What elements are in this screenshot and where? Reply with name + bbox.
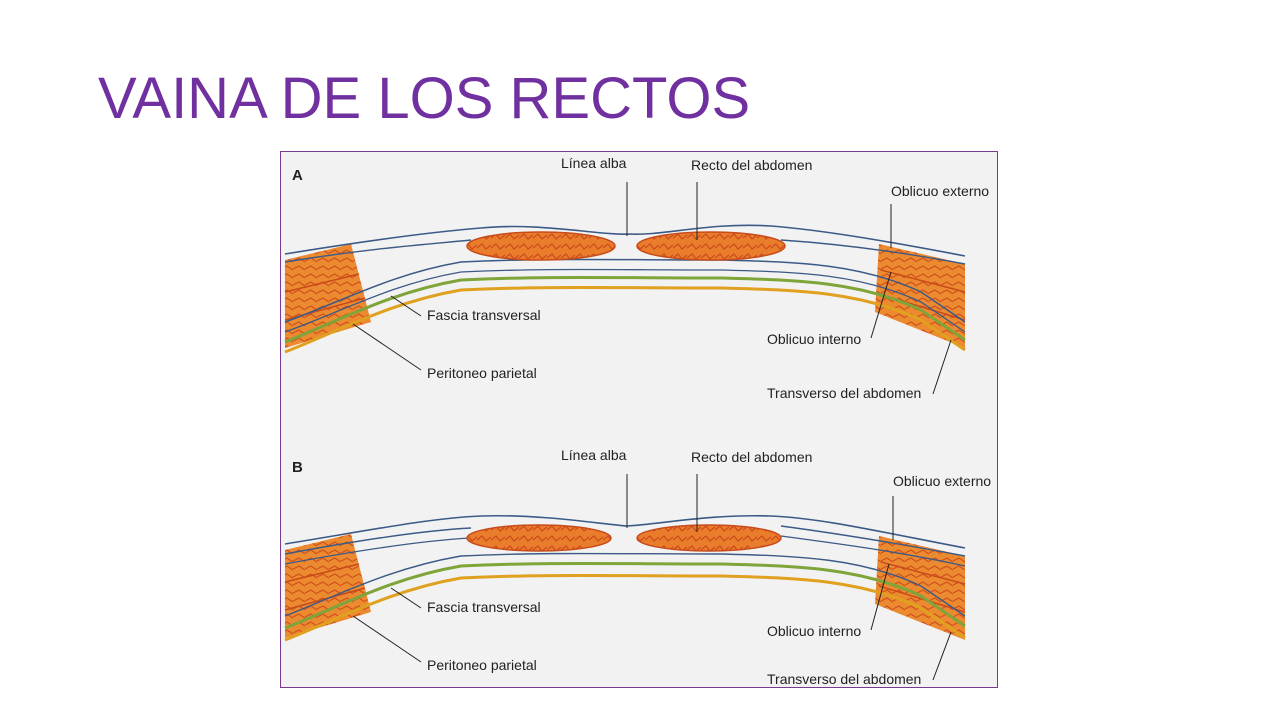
posterior-sheath-line-a	[284, 258, 966, 323]
anterior-sheath-line-a	[284, 224, 966, 257]
leader-fascia-transversal-a	[390, 295, 422, 317]
recto-derecho-a	[636, 231, 786, 261]
label-linea-alba-b: Línea alba	[561, 447, 627, 463]
panel-letter-a: A	[292, 167, 303, 184]
anterior-sheath-line-b	[284, 514, 966, 549]
fascia-transversal-line-a	[284, 276, 966, 344]
label-oblicuo-interno-b: Oblicuo interno	[767, 623, 861, 639]
diagram-svg: A	[284, 155, 991, 687]
recto-derecho-b	[636, 524, 782, 552]
label-oblicuo-externo-a: Oblicuo externo	[891, 183, 989, 199]
panel-b: B	[284, 447, 991, 687]
label-fascia-transversal-b: Fascia transversal	[427, 599, 541, 615]
label-transverso-a: Transverso del abdomen	[767, 385, 921, 401]
label-transverso-b: Transverso del abdomen	[767, 671, 921, 687]
right-lateral-muscles-a	[875, 244, 965, 348]
rectus-sheath-diagram: A	[280, 151, 998, 688]
peritoneo-line-a	[284, 286, 966, 354]
peritoneo-line-b	[284, 574, 966, 642]
posterior-sheath-line-b	[284, 552, 966, 617]
leader-transverso-b	[932, 631, 952, 681]
leader-peritoneo-b	[352, 615, 422, 663]
left-lateral-muscles-a	[285, 244, 371, 348]
label-fascia-transversal-a: Fascia transversal	[427, 307, 541, 323]
leader-transverso-a	[932, 339, 952, 395]
label-peritoneo-a: Peritoneo parietal	[427, 365, 537, 381]
label-oblicuo-interno-a: Oblicuo interno	[767, 331, 861, 347]
label-recto-b: Recto del abdomen	[691, 449, 812, 465]
label-linea-alba-a: Línea alba	[561, 155, 627, 171]
leader-oblicuo-interno-b	[870, 563, 890, 631]
recto-izquierdo-b	[466, 524, 612, 552]
leader-oblicuo-interno-a	[870, 271, 892, 339]
slide-title: VAINA DE LOS RECTOS	[98, 66, 751, 131]
recto-izquierdo-a	[466, 231, 616, 261]
panel-letter-b: B	[292, 459, 303, 476]
panel-a: A	[284, 155, 989, 401]
fascia-transversal-line-b	[284, 562, 966, 630]
leader-fascia-transversal-b	[390, 587, 422, 609]
leader-peritoneo-a	[352, 323, 422, 371]
right-lateral-muscles-b	[875, 536, 965, 640]
label-oblicuo-externo-b: Oblicuo externo	[893, 473, 991, 489]
label-peritoneo-b: Peritoneo parietal	[427, 657, 537, 673]
label-recto-a: Recto del abdomen	[691, 157, 812, 173]
